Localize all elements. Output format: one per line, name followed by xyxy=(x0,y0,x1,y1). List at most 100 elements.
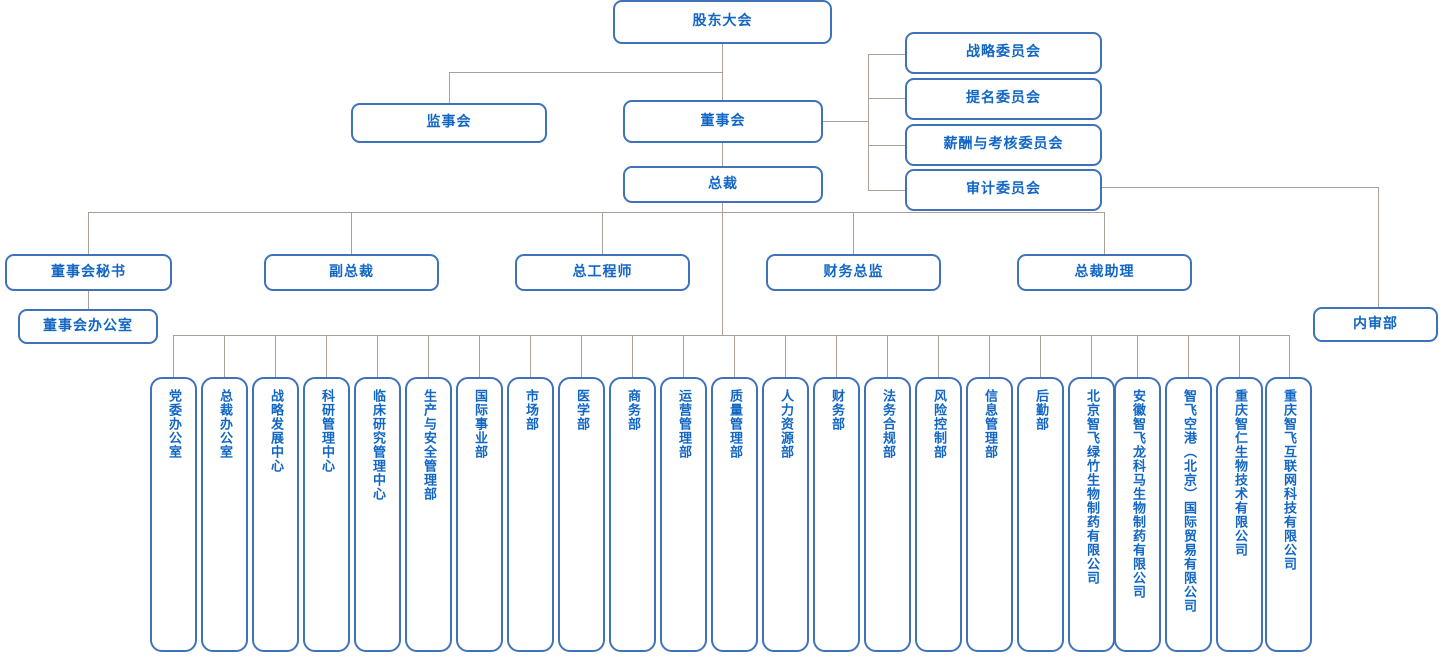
node-board-secretary[interactable]: 董事会秘书 xyxy=(5,254,172,291)
connector-department-bus xyxy=(173,335,1289,336)
node-label: 智飞空港（北京）国际贸易有限公司 xyxy=(1181,389,1196,613)
node-label: 国际事业部 xyxy=(472,389,487,459)
node-department-research-management-center[interactable]: 科研管理中心 xyxy=(303,377,350,652)
connector-dept-drop xyxy=(530,335,531,377)
connector-dept-drop xyxy=(377,335,378,377)
node-president-assistant[interactable]: 总裁助理 xyxy=(1017,254,1192,291)
node-label: 监事会 xyxy=(426,114,472,131)
node-board-of-supervisors[interactable]: 监事会 xyxy=(351,103,547,143)
node-department-clinical-research-management-center[interactable]: 临床研究管理中心 xyxy=(354,377,401,652)
connector-dept-drop xyxy=(479,335,480,377)
node-subsidiary-chongqing-zhiren[interactable]: 重庆智仁生物技术有限公司 xyxy=(1216,377,1263,652)
node-department-quality-management[interactable]: 质量管理部 xyxy=(711,377,758,652)
node-subsidiary-zhifei-konggang-beijing[interactable]: 智飞空港（北京）国际贸易有限公司 xyxy=(1165,377,1212,652)
node-internal-audit[interactable]: 内审部 xyxy=(1313,307,1438,342)
node-label: 内审部 xyxy=(1353,315,1398,332)
node-department-human-resources[interactable]: 人力资源部 xyxy=(762,377,809,652)
node-label: 后勤部 xyxy=(1033,389,1048,431)
node-label: 北京智飞绿竹生物制药有限公司 xyxy=(1084,389,1099,585)
node-label: 总裁助理 xyxy=(1074,263,1135,280)
node-label: 法务合规部 xyxy=(880,389,895,459)
node-committee-remuneration-assessment[interactable]: 薪酬与考核委员会 xyxy=(905,124,1102,166)
connector-dept-drop xyxy=(632,335,633,377)
node-subsidiary-beijing-zhifei-lvzhu[interactable]: 北京智飞绿竹生物制药有限公司 xyxy=(1068,377,1115,652)
node-label: 总工程师 xyxy=(572,263,633,280)
node-label: 战略委员会 xyxy=(966,44,1041,61)
node-label: 财务部 xyxy=(829,389,844,431)
connector-dept-drop xyxy=(785,335,786,377)
node-label: 董事会 xyxy=(700,112,746,129)
connector-supervisors-horizontal xyxy=(449,72,723,73)
node-label: 市场部 xyxy=(523,389,538,431)
node-label: 重庆智飞互联网科技有限公司 xyxy=(1281,389,1296,571)
node-department-information-management[interactable]: 信息管理部 xyxy=(966,377,1013,652)
connector-exec-drop-2 xyxy=(351,212,352,254)
node-label: 战略发展中心 xyxy=(268,389,283,473)
node-department-international-business[interactable]: 国际事业部 xyxy=(456,377,503,652)
node-department-logistics[interactable]: 后勤部 xyxy=(1017,377,1064,652)
node-chief-engineer[interactable]: 总工程师 xyxy=(515,254,690,291)
connector-dept-drop xyxy=(683,335,684,377)
connector-audit-to-internal-audit-v xyxy=(1378,187,1379,307)
node-label: 人力资源部 xyxy=(778,389,793,459)
connector-dept-drop xyxy=(1289,335,1290,377)
node-department-operations-management[interactable]: 运营管理部 xyxy=(660,377,707,652)
connector-dept-drop xyxy=(224,335,225,377)
node-label: 运营管理部 xyxy=(676,389,691,459)
connector-dept-drop xyxy=(1239,335,1240,377)
connector-president-trunk xyxy=(722,212,723,335)
node-label: 重庆智仁生物技术有限公司 xyxy=(1232,389,1247,557)
node-board-office[interactable]: 董事会办公室 xyxy=(18,309,158,344)
node-committee-strategy[interactable]: 战略委员会 xyxy=(905,32,1102,74)
node-department-production-safety-management[interactable]: 生产与安全管理部 xyxy=(405,377,452,652)
connector-committee-spine xyxy=(868,54,869,190)
node-shareholders-meeting[interactable]: 股东大会 xyxy=(613,0,832,44)
node-board-of-directors[interactable]: 董事会 xyxy=(623,100,823,143)
connector-dept-drop xyxy=(836,335,837,377)
node-department-finance[interactable]: 财务部 xyxy=(813,377,860,652)
node-president[interactable]: 总裁 xyxy=(623,166,823,203)
node-label: 提名委员会 xyxy=(966,90,1041,107)
node-committee-audit[interactable]: 审计委员会 xyxy=(905,169,1102,211)
connector-board-to-committee-spine xyxy=(823,121,868,122)
node-label: 质量管理部 xyxy=(727,389,742,459)
connector-committee-2 xyxy=(868,98,905,99)
node-department-medical[interactable]: 医学部 xyxy=(558,377,605,652)
connector-dept-drop xyxy=(938,335,939,377)
node-label: 临床研究管理中心 xyxy=(370,389,385,501)
connector-executive-bus xyxy=(88,212,1105,213)
connector-president-down xyxy=(722,203,723,212)
node-cfo[interactable]: 财务总监 xyxy=(766,254,941,291)
connector-exec-drop-3 xyxy=(602,212,603,254)
connector-dept-drop xyxy=(1091,335,1092,377)
node-vice-president[interactable]: 副总裁 xyxy=(264,254,439,291)
node-department-strategic-development-center[interactable]: 战略发展中心 xyxy=(252,377,299,652)
connector-supervisors-vertical xyxy=(449,72,450,103)
node-department-president-office[interactable]: 总裁办公室 xyxy=(201,377,248,652)
node-department-risk-control[interactable]: 风险控制部 xyxy=(915,377,962,652)
node-department-legal-compliance[interactable]: 法务合规部 xyxy=(864,377,911,652)
connector-committee-4 xyxy=(868,190,905,191)
node-label: 商务部 xyxy=(625,389,640,431)
connector-dept-drop xyxy=(1040,335,1041,377)
node-subsidiary-chongqing-zhifei-internet[interactable]: 重庆智飞互联网科技有限公司 xyxy=(1265,377,1312,652)
connector-secretary-to-office xyxy=(88,291,89,309)
connector-committee-1 xyxy=(868,54,905,55)
node-label: 安徽智飞龙科马生物制药有限公司 xyxy=(1130,389,1145,599)
node-department-party-committee-office[interactable]: 党委办公室 xyxy=(150,377,197,652)
node-label: 薪酬与考核委员会 xyxy=(943,136,1064,153)
node-committee-nomination[interactable]: 提名委员会 xyxy=(905,78,1102,120)
connector-board-to-president xyxy=(722,143,723,166)
connector-dept-drop xyxy=(581,335,582,377)
node-label: 总裁办公室 xyxy=(217,389,232,459)
connector-dept-drop xyxy=(887,335,888,377)
connector-dept-drop xyxy=(1137,335,1138,377)
node-label: 生产与安全管理部 xyxy=(421,389,436,501)
connector-dept-drop xyxy=(173,335,174,377)
connector-dept-drop xyxy=(326,335,327,377)
node-subsidiary-anhui-zhifei-longcoma[interactable]: 安徽智飞龙科马生物制药有限公司 xyxy=(1114,377,1161,652)
node-label: 股东大会 xyxy=(692,13,753,30)
node-department-marketing[interactable]: 市场部 xyxy=(507,377,554,652)
node-department-business-affairs[interactable]: 商务部 xyxy=(609,377,656,652)
connector-audit-to-internal-audit-h xyxy=(1102,187,1379,188)
